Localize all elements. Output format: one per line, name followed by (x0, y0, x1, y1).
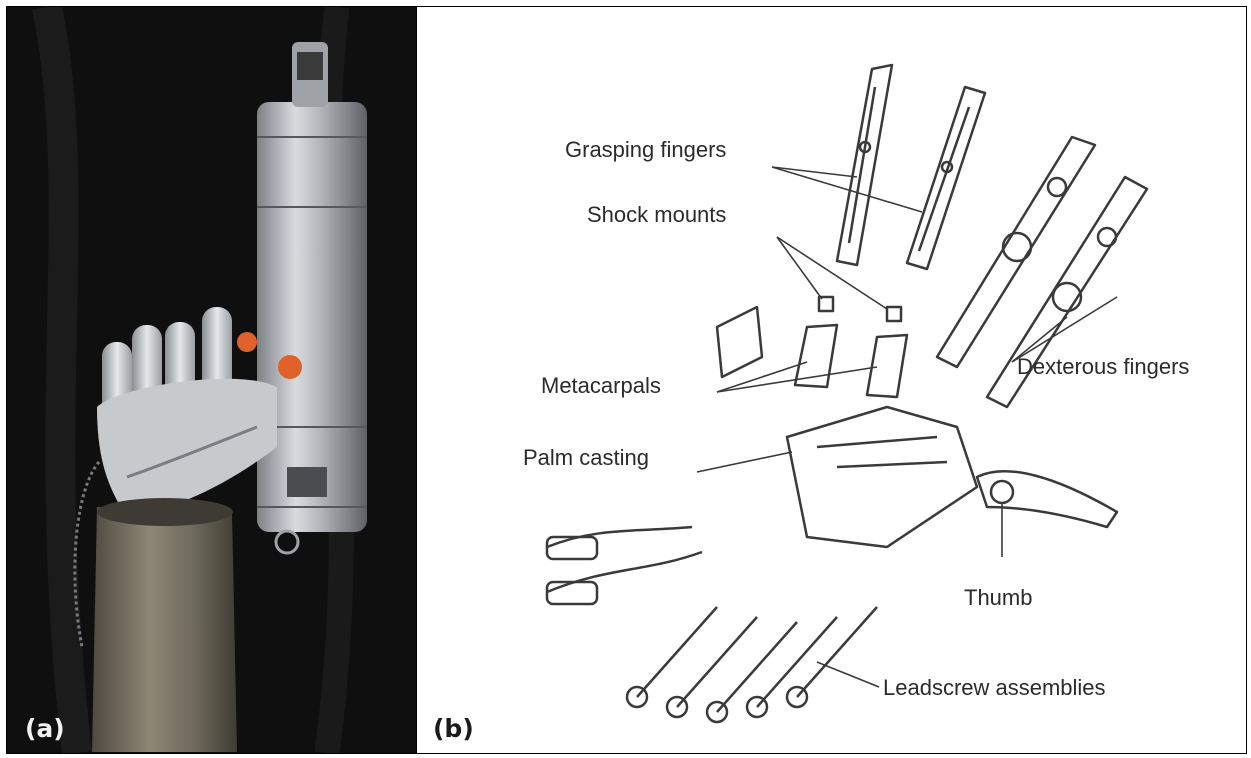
leadscrew-group (627, 607, 877, 722)
callout-grasping-fingers: Grasping fingers (565, 137, 726, 163)
palm-casting-part (787, 407, 977, 547)
callout-metacarpals: Metacarpals (541, 373, 661, 399)
prosthetic-hand-photo (7, 7, 417, 753)
callout-thumb: Thumb (964, 585, 1032, 611)
callout-palm-casting: Palm casting (523, 445, 649, 471)
photo-panel: (a) (6, 6, 418, 754)
diagram-panel: Grasping fingers Shock mounts Metacarpal… (416, 6, 1247, 754)
callout-leadscrew-assemblies: Leadscrew assemblies (883, 675, 1106, 701)
dexterous-finger-1 (937, 137, 1095, 367)
thumb-part (977, 471, 1117, 527)
grasping-finger-2 (907, 87, 985, 269)
leader-lines (697, 167, 1117, 687)
panel-b-tag: (b) (433, 714, 474, 743)
grasping-finger-1 (837, 65, 892, 265)
callout-dexterous-fingers: Dexterous fingers (1017, 354, 1189, 380)
arm-socket (92, 507, 237, 752)
panel-a-tag: (a) (25, 714, 65, 743)
callout-shock-mounts: Shock mounts (587, 202, 726, 228)
